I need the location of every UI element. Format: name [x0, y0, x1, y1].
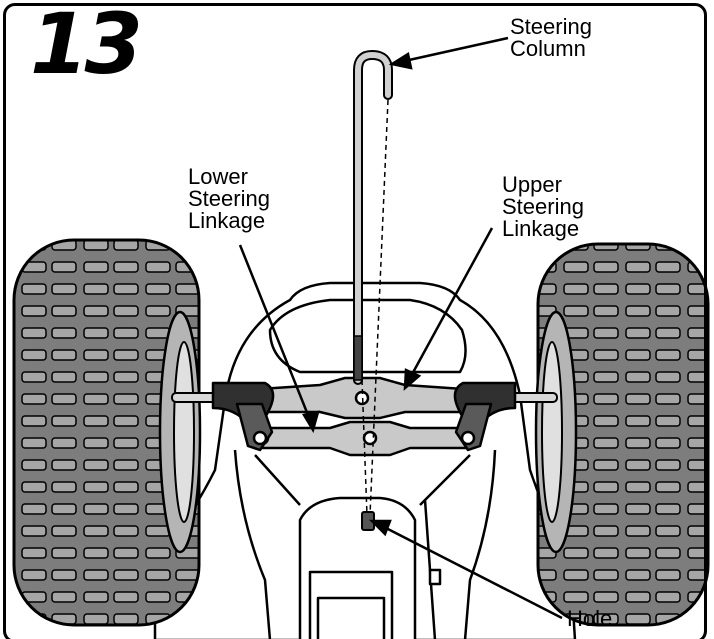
steering-column: [353, 49, 393, 385]
step-number: 13: [30, 0, 143, 93]
leader-lines: [238, 36, 563, 620]
right-wheel: [534, 242, 710, 627]
right-steering-bracket: [453, 381, 517, 452]
label-hole: Hole: [567, 606, 613, 631]
label-upper-steering-linkage: Upper Steering Linkage: [502, 172, 584, 241]
insertion-guide: [361, 99, 389, 516]
left-wheel: [12, 238, 202, 627]
label-lower-steering-linkage: Lower Steering Linkage: [188, 164, 270, 233]
left-steering-bracket: [211, 381, 275, 452]
label-steering-column: Steering Column: [510, 14, 592, 61]
